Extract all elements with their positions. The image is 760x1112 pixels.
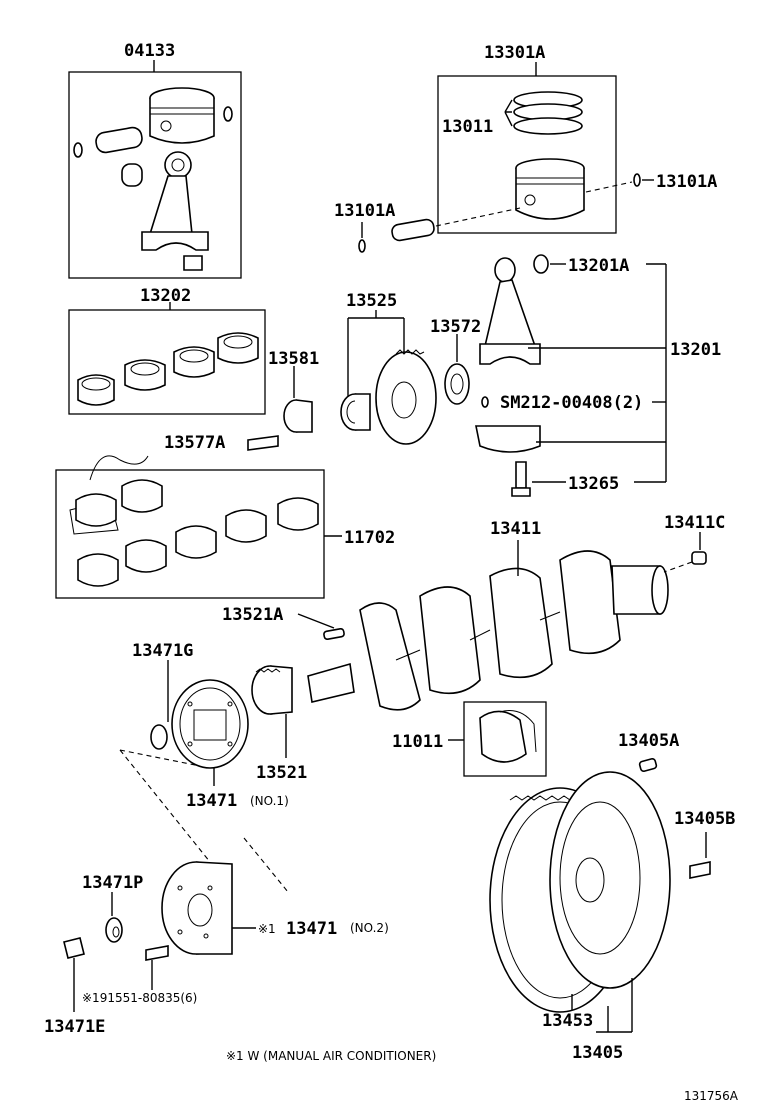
label-13101A-right: 13101A	[656, 172, 717, 192]
part-13525	[340, 310, 437, 445]
label-13405A: 13405A	[618, 731, 679, 751]
label-13471-no1-sub: (NO.1)	[250, 794, 289, 808]
label-13471-no1: 13471	[186, 791, 237, 811]
label-11011: 11011	[392, 732, 443, 752]
label-13471-no2-mark: ※1	[258, 922, 276, 936]
pin-13405A	[638, 757, 658, 773]
label-13581: 13581	[268, 349, 319, 369]
footnote: ※1 W (MANUAL AIR CONDITIONER)	[226, 1049, 436, 1063]
group-11702	[55, 455, 325, 599]
piston-pin	[391, 218, 435, 242]
label-13521: 13521	[256, 763, 307, 783]
part-13471-pulley-no1	[171, 679, 249, 769]
bolt-13577A	[247, 435, 279, 451]
sm212-pin	[481, 396, 489, 408]
label-91551: ※191551-80835(6)	[82, 991, 197, 1005]
label-04133: 04133	[124, 41, 175, 61]
group-04133	[68, 60, 242, 279]
group-13301A	[437, 62, 617, 234]
label-sm212: SM212-00408(2)	[500, 393, 643, 413]
label-13202: 13202	[140, 286, 191, 306]
part-13572-washer	[444, 363, 470, 405]
label-13201: 13201	[670, 340, 721, 360]
oring-13471G	[150, 724, 168, 750]
label-13525: 13525	[346, 291, 397, 311]
label-11702: 11702	[344, 528, 395, 548]
label-13471-no2-sub: (NO.2)	[350, 921, 389, 935]
label-13101A-left: 13101A	[334, 201, 395, 221]
label-13471-no2: 13471	[286, 919, 337, 939]
part-13471-pulley-no2	[161, 861, 233, 955]
piston-clip-left	[358, 239, 366, 253]
piston-clip-right	[633, 173, 641, 187]
part-13201-rod	[475, 254, 549, 453]
label-13471P: 13471P	[82, 873, 143, 893]
label-13411: 13411	[490, 519, 541, 539]
label-13301A: 13301A	[484, 43, 545, 63]
label-13453: 13453	[542, 1011, 593, 1031]
label-13572: 13572	[430, 317, 481, 337]
label-13265: 13265	[568, 474, 619, 494]
part-13521-gear	[251, 665, 293, 715]
label-13521A: 13521A	[222, 605, 283, 625]
bolt-13405B	[689, 861, 711, 879]
label-13411C: 13411C	[664, 513, 725, 533]
part-13405-flywheel	[489, 771, 671, 1013]
label-13471E: 13471E	[44, 1017, 105, 1037]
key-13521A	[323, 627, 345, 641]
label-13405: 13405	[572, 1043, 623, 1063]
label-13405B: 13405B	[674, 809, 735, 829]
label-13011: 13011	[442, 117, 493, 137]
group-11011	[463, 701, 547, 777]
label-13201A: 13201A	[568, 256, 629, 276]
washer-13471P	[105, 917, 123, 943]
part-13411-crankshaft	[307, 550, 669, 711]
figure-id: 131756A	[684, 1089, 739, 1103]
group-13202	[68, 302, 266, 415]
bolt-13265	[515, 461, 527, 489]
label-13577A: 13577A	[164, 433, 225, 453]
label-13471G: 13471G	[132, 641, 193, 661]
pin-13411C	[691, 551, 707, 565]
bolt-91551	[145, 945, 169, 961]
nut-13471E	[63, 937, 85, 959]
